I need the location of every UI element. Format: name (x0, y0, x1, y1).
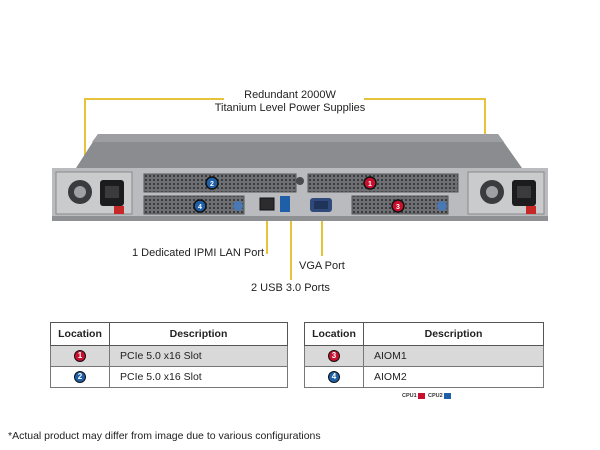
leader-vga (321, 220, 323, 256)
psu-left (55, 171, 133, 215)
table-right-header-location: Location (304, 322, 364, 346)
pcie-slot-2-bracket (143, 173, 297, 193)
table-row: 4 AIOM2 (304, 366, 544, 388)
chassis-back-panel (52, 168, 548, 218)
table-left-header-description: Description (109, 322, 288, 346)
svg-text:1: 1 (368, 181, 372, 188)
leader-psu-right-horizontal (364, 98, 486, 100)
cpu1-legend-label: CPU1 (402, 393, 417, 399)
badge-aiom-2: 4 (193, 199, 207, 213)
row-description: PCIe 5.0 x16 Slot (109, 366, 288, 388)
row-description: PCIe 5.0 x16 Slot (109, 345, 288, 367)
table-right-header-description: Description (363, 322, 544, 346)
ipmi-port-label: 1 Dedicated IPMI LAN Port (132, 247, 265, 259)
location-table-right: Location Description 3 AIOM1 4 AIOM2 (304, 322, 544, 388)
slot-badge-4: 4 (328, 371, 340, 384)
psu-right (467, 171, 545, 215)
usb-ports-label: 2 USB 3.0 Ports (251, 282, 330, 294)
chassis-top-lid (76, 134, 522, 168)
slot-badge-1: 1 (74, 350, 86, 363)
server-rear-view: 2 1 4 3 (52, 134, 548, 221)
cpu2-legend-swatch (444, 393, 451, 399)
leader-ipmi (266, 212, 268, 254)
badge-aiom-1: 3 (391, 199, 405, 213)
ipmi-lan-port-shape (259, 197, 275, 211)
leader-psu-left-vertical (84, 98, 86, 186)
table-left-header-location: Location (50, 322, 110, 346)
cpu1-legend-swatch (418, 393, 425, 399)
vga-port-label: VGA Port (299, 260, 345, 272)
cpu2-legend-label: CPU2 (428, 393, 443, 399)
power-supply-label-line2: Titanium Level Power Supplies (214, 102, 366, 114)
power-supply-callout: Redundant 2000W Titanium Level Power Sup… (200, 89, 380, 115)
badge-slot-2: 2 (205, 176, 219, 190)
footnote: *Actual product may differ from image du… (8, 430, 321, 442)
row-description: AIOM2 (363, 366, 544, 388)
slot-badge-3: 3 (328, 350, 340, 363)
table-row: 3 AIOM1 (304, 345, 544, 367)
svg-text:2: 2 (210, 181, 214, 188)
svg-text:4: 4 (198, 204, 202, 211)
pcie-slot-1-bracket (307, 173, 459, 193)
location-table-left: Location Description 1 PCIe 5.0 x16 Slot… (50, 322, 288, 388)
leader-psu-left-horizontal (84, 98, 224, 100)
table-row: 1 PCIe 5.0 x16 Slot (50, 345, 288, 367)
slot-badge-2: 2 (74, 371, 86, 384)
power-supply-label-line1: Redundant 2000W (244, 89, 336, 101)
badge-slot-1: 1 (363, 176, 377, 190)
row-description: AIOM1 (363, 345, 544, 367)
leader-usb (290, 212, 292, 280)
table-row: 2 PCIe 5.0 x16 Slot (50, 366, 288, 388)
svg-text:3: 3 (396, 204, 400, 211)
